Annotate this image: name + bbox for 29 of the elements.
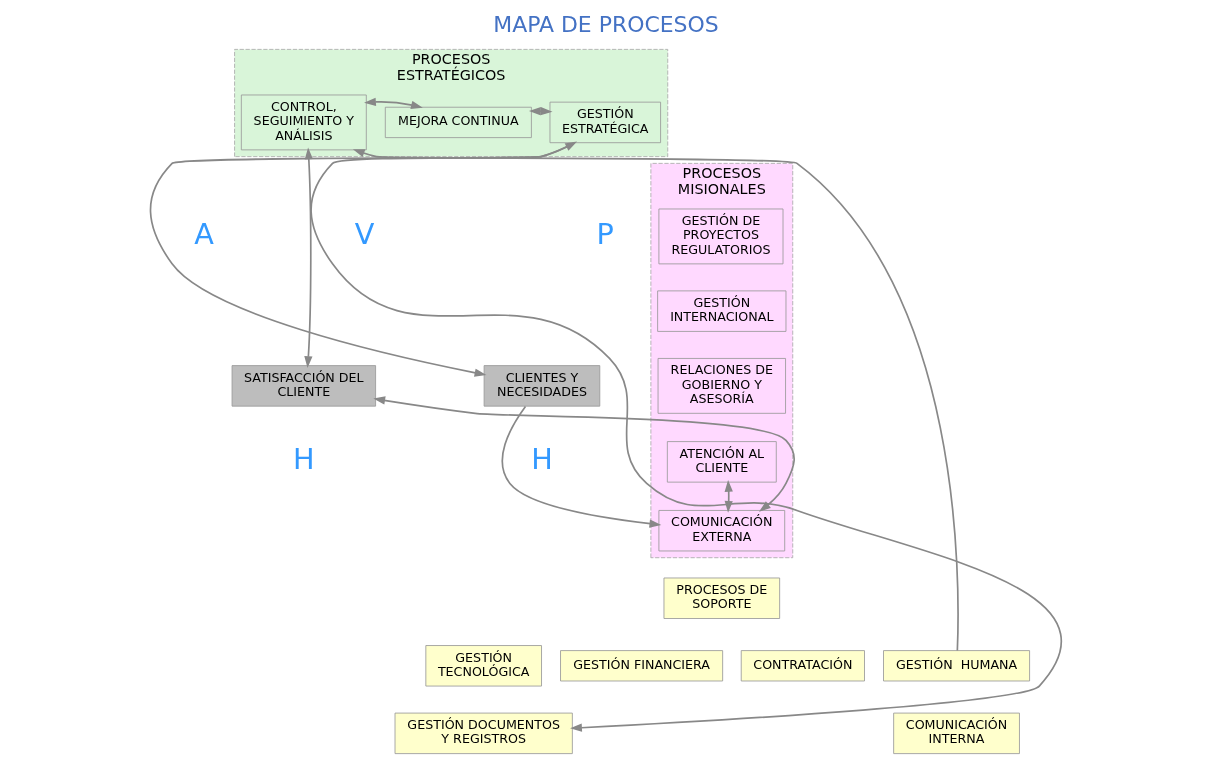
- label: H: [293, 442, 315, 477]
- node-box: GESTIÓN INTERNACIONAL: [657, 290, 787, 332]
- node-box: GESTIÓN TECNOLÓGICA: [425, 645, 542, 687]
- label: H: [531, 442, 553, 477]
- node-box: RELACIONES DE GOBIERNO Y ASESORÍA: [657, 358, 786, 414]
- node-box: GESTIÓN FINANCIERA: [560, 650, 724, 682]
- node-box: CONTROL, SEGUIMIENTO Y ANÁLISIS: [240, 94, 367, 151]
- label: V: [354, 216, 375, 251]
- node-box: CONTRATACIÓN: [740, 650, 865, 682]
- node-box: CLIENTES Y NECESIDADES: [483, 365, 601, 407]
- node-box: PROCESOS DE SOPORTE: [663, 577, 781, 619]
- diagram-title: MAPA DE PROCESOS: [493, 12, 719, 38]
- arrow: [304, 147, 313, 368]
- node-box: ATENCIÓN AL CLIENTE: [666, 441, 777, 483]
- node-box: COMUNICACIÓN INTERNA: [893, 712, 1020, 755]
- arrow: [724, 479, 733, 513]
- label: P: [596, 216, 614, 251]
- arrow: [373, 396, 795, 512]
- node-box: SATISFACCIÓN DEL CLIENTE: [231, 365, 377, 407]
- node-box: GESTIÓN HUMANA: [883, 650, 1030, 682]
- node-box: COMUNICACIÓN EXTERNA: [658, 510, 786, 552]
- arrow: [352, 149, 959, 652]
- node-box: GESTIÓN DE PROYECTOS REGULATORIOS: [658, 208, 784, 265]
- node-box: MEJORA CONTINUA: [384, 106, 532, 139]
- node-box: GESTIÓN ESTRATÉGICA: [549, 101, 661, 144]
- arrow: [501, 405, 662, 528]
- label: A: [194, 216, 214, 251]
- arrow: [364, 97, 423, 109]
- node-box: GESTIÓN DOCUMENTOS Y REGISTROS: [394, 712, 573, 755]
